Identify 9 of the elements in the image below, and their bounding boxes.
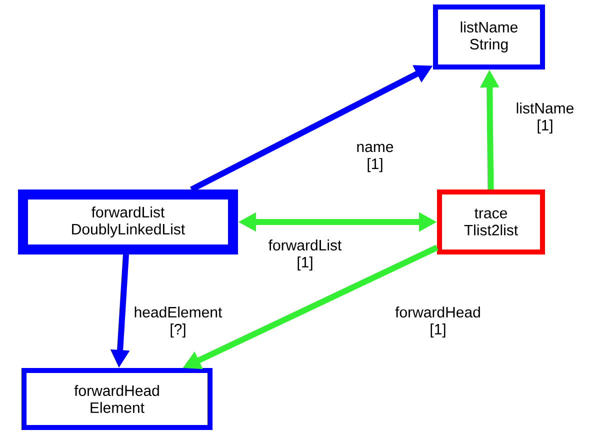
- edge-label: listName [1]: [516, 102, 574, 134]
- class-box: forwardList DoublyLinkedList: [18, 190, 238, 254]
- class-box: forwardHead Element: [22, 368, 212, 430]
- edge-label: name [1]: [357, 144, 394, 172]
- edge-label: headElement [?]: [134, 306, 222, 338]
- class-box: listName String: [433, 4, 545, 70]
- edge-label: forwardHead [1]: [395, 306, 480, 338]
- edge-label: forwardList [1]: [268, 240, 342, 270]
- class-box: trace Tlist2list: [437, 190, 545, 254]
